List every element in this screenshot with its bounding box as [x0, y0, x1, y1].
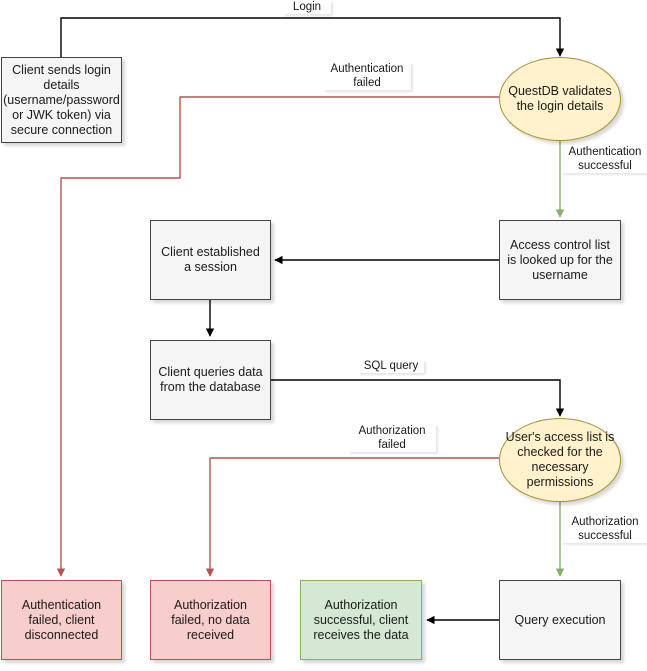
node-authorization-failed-label: Authorization failed, no data received — [171, 597, 250, 642]
edge-login — [60, 17, 565, 57]
edge-label-authentication-successful: Authentication successful — [561, 145, 647, 173]
node-query-execution-label: Query execution — [514, 612, 606, 627]
node-client-queries-label: Client queries data from the database — [158, 365, 263, 394]
edge-authorization-failed — [205, 457, 499, 577]
node-authorization-successful[interactable]: Authorization successful, client receive… — [300, 580, 422, 660]
node-questdb-validates-label: QuestDB validates the login details — [508, 84, 612, 113]
edge-label-authorization-successful: Authorization successful — [561, 515, 647, 543]
node-authorization-successful-label: Authorization successful, client receive… — [313, 597, 409, 642]
edge-label-authentication-failed: Authentication failed — [323, 62, 411, 90]
node-questdb-validates[interactable]: QuestDB validates the login details — [499, 57, 621, 141]
node-authentication-failed-label: Authentication failed, client disconnect… — [21, 597, 102, 642]
edge-authentication-failed — [56, 96, 499, 577]
edge-label-authorization-failed: Authorization failed — [348, 424, 436, 452]
edge-label-sql-query: SQL query — [358, 359, 424, 373]
node-access-list-checked-label: User's access list is checked for the ne… — [505, 430, 615, 489]
edge-sql-query — [271, 379, 565, 417]
node-authorization-failed[interactable]: Authorization failed, no data received — [150, 580, 271, 660]
node-client-session[interactable]: Client established a session — [150, 220, 271, 300]
node-client-login-label: Client sends login details (username/pas… — [3, 62, 120, 137]
node-access-control-list[interactable]: Access control list is looked up for the… — [499, 220, 621, 300]
node-client-login[interactable]: Client sends login details (username/pas… — [1, 57, 122, 143]
edge-label-login: Login — [283, 0, 331, 14]
node-access-control-list-label: Access control list is looked up for the… — [507, 237, 613, 282]
node-access-list-checked[interactable]: User's access list is checked for the ne… — [499, 418, 621, 502]
node-client-queries[interactable]: Client queries data from the database — [150, 340, 271, 420]
node-client-session-label: Client established a session — [161, 245, 260, 274]
node-authentication-failed[interactable]: Authentication failed, client disconnect… — [1, 580, 122, 660]
node-query-execution[interactable]: Query execution — [499, 580, 621, 660]
